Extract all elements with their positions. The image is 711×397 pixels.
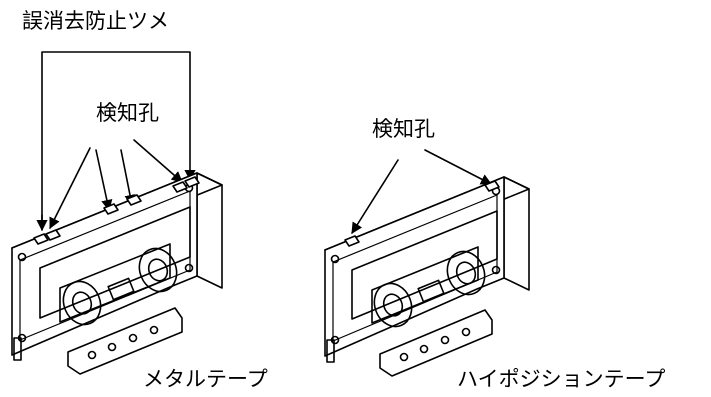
- metal-tape-caption: メタルテープ: [143, 367, 268, 391]
- high-position-tape-caption: ハイポジションテープ: [457, 367, 666, 391]
- erase-prevention-tab-label: 誤消去防止ツメ: [22, 9, 169, 33]
- detection-hole-arrows-highposition: [351, 149, 492, 234]
- high-position-tape-cassette: [324, 176, 530, 377]
- erase-tab-bracket: [36, 51, 196, 232]
- detection-hole-arrows-metal: [49, 139, 183, 230]
- detection-hole-label-highposition: 検知孔: [372, 117, 435, 141]
- detection-hole-label-metal: 検知孔: [96, 101, 159, 125]
- metal-tape-cassette: [11, 172, 223, 375]
